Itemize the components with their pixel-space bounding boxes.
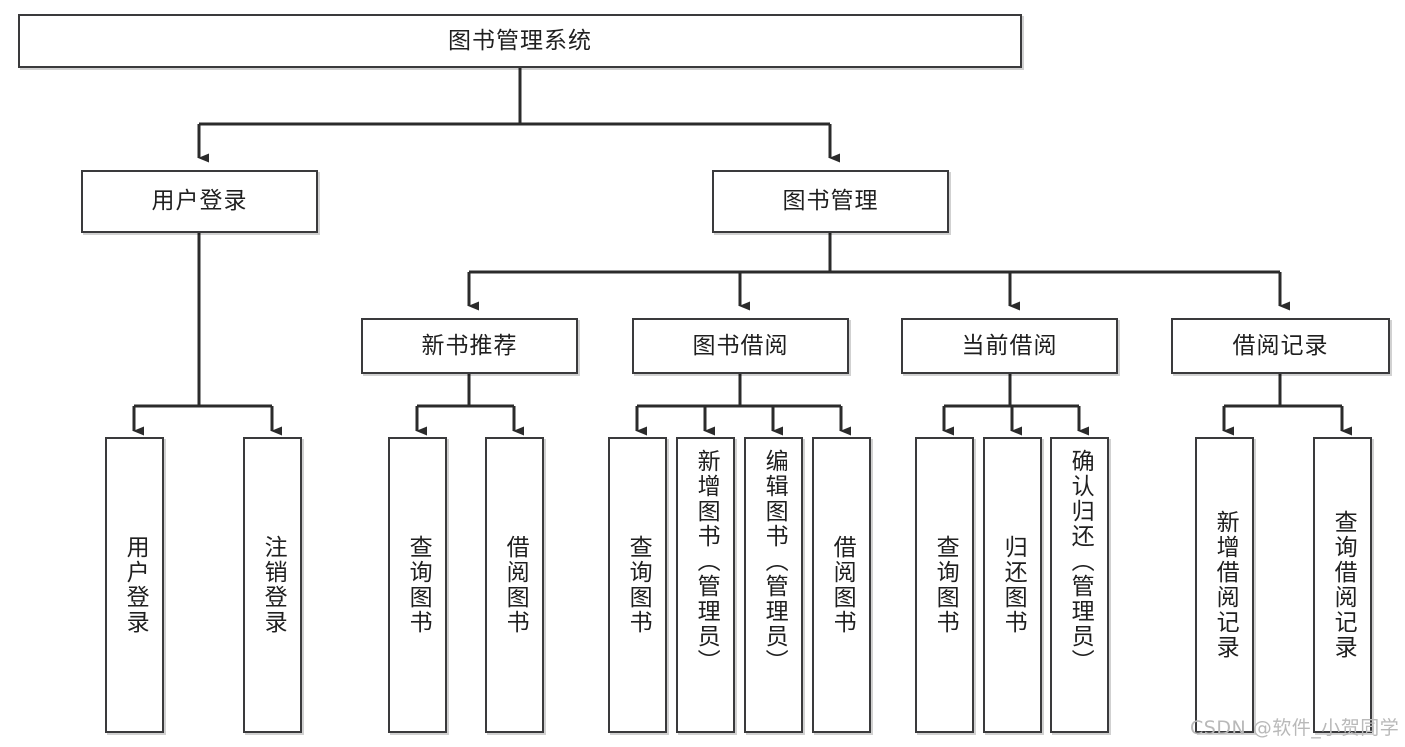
node-label: 图书管理 <box>782 188 879 214</box>
leaf-new-book-1[interactable]: 借阅图书 <box>485 437 544 733</box>
node-label: 图书管理系统 <box>448 27 592 54</box>
node-label: 新增借阅记录 <box>1212 510 1239 660</box>
node-label: 注销登录 <box>260 535 287 635</box>
node-label: 编辑图书（管理员） <box>761 449 788 674</box>
node-label: 图书借阅 <box>692 332 789 359</box>
node-book-borrow[interactable]: 图书借阅 <box>632 318 849 374</box>
leaf-book-borrow-2[interactable]: 编辑图书（管理员） <box>744 437 803 733</box>
leaf-borrow-record-0[interactable]: 新增借阅记录 <box>1195 437 1254 733</box>
node-label: 借阅图书 <box>502 535 529 635</box>
leaf-book-borrow-1[interactable]: 新增图书（管理员） <box>676 437 735 733</box>
node-label: 借阅图书 <box>829 535 856 635</box>
node-label: 当前借阅 <box>961 332 1058 359</box>
node-label: 新增图书（管理员） <box>693 449 720 674</box>
node-label: 确认归还（管理员） <box>1067 449 1094 674</box>
node-root-system[interactable]: 图书管理系统 <box>18 14 1022 68</box>
leaf-book-borrow-3[interactable]: 借阅图书 <box>812 437 871 733</box>
node-label: 查询图书 <box>932 535 959 635</box>
leaf-current-borrow-2[interactable]: 确认归还（管理员） <box>1050 437 1109 733</box>
node-user-login[interactable]: 用户登录 <box>81 170 318 233</box>
node-current-borrow[interactable]: 当前借阅 <box>901 318 1118 374</box>
node-label: 用户登录 <box>122 535 149 635</box>
node-label: 新书推荐 <box>421 332 518 359</box>
node-label: 查询图书 <box>625 535 652 635</box>
node-label: 查询借阅记录 <box>1330 510 1357 660</box>
leaf-new-book-0[interactable]: 查询图书 <box>388 437 447 733</box>
leaf-book-borrow-0[interactable]: 查询图书 <box>608 437 667 733</box>
node-label: 借阅记录 <box>1232 332 1329 359</box>
node-label: 归还图书 <box>1000 535 1027 635</box>
node-label: 查询图书 <box>405 535 432 635</box>
leaf-current-borrow-1[interactable]: 归还图书 <box>983 437 1042 733</box>
leaf-user-login-1[interactable]: 注销登录 <box>243 437 302 733</box>
node-book-management[interactable]: 图书管理 <box>712 170 949 233</box>
leaf-current-borrow-0[interactable]: 查询图书 <box>915 437 974 733</box>
node-label: 用户登录 <box>151 188 248 214</box>
leaf-borrow-record-1[interactable]: 查询借阅记录 <box>1313 437 1372 733</box>
node-new-book-recommend[interactable]: 新书推荐 <box>361 318 578 374</box>
node-borrow-record[interactable]: 借阅记录 <box>1171 318 1390 374</box>
leaf-user-login-0[interactable]: 用户登录 <box>105 437 164 733</box>
